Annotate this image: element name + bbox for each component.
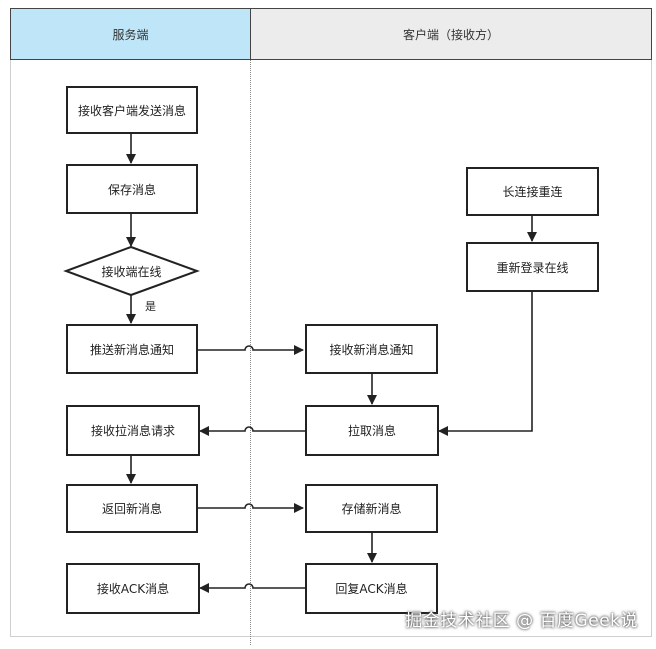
arrow-push-to-notify [198, 345, 304, 355]
node-receive-ack-label: 接收ACK消息 [96, 582, 170, 596]
node-pull-msg: 拉取消息 [305, 405, 439, 456]
arrow-relogin-to-pull [438, 292, 533, 436]
lane-client-label: 客户端（接收方） [402, 27, 499, 42]
decision-yes-label: 是 [145, 300, 156, 313]
node-long-reconnect-label: 长连接重连 [502, 185, 563, 199]
node-long-reconnect: 长连接重连 [466, 167, 599, 216]
node-pull-msg-label: 拉取消息 [347, 424, 396, 438]
watermark: 掘金技术社区 @ 百度Geek说 [405, 611, 638, 631]
lane-server-label: 服务端 [112, 27, 149, 42]
decision-receiver-online-label: 接收端在线 [101, 264, 162, 279]
arrow-return-to-store [198, 503, 304, 513]
node-save-msg-label: 保存消息 [107, 182, 156, 197]
lane-divider [250, 60, 251, 645]
node-receive-pull-request-label: 接收拉消息请求 [90, 424, 175, 438]
node-receive-client-msg-label: 接收客户端发送消息 [77, 103, 186, 118]
arrow-pull-to-request [199, 426, 305, 436]
node-receive-ack: 接收ACK消息 [66, 563, 200, 614]
lane-header-server: 服务端 [10, 8, 251, 60]
node-relogin-online: 重新登录在线 [466, 242, 599, 292]
node-store-new-msg-label: 存储新消息 [341, 502, 402, 516]
node-receive-client-msg: 接收客户端发送消息 [66, 86, 198, 134]
node-relogin-online-label: 重新登录在线 [496, 260, 569, 275]
lane-header-client: 客户端（接收方） [250, 8, 652, 60]
node-reply-ack: 回复ACK消息 [305, 563, 438, 614]
node-store-new-msg: 存储新消息 [305, 484, 438, 533]
node-receive-notification-label: 接收新消息通知 [329, 342, 414, 357]
node-receive-pull-request: 接收拉消息请求 [66, 405, 200, 456]
node-receive-notification: 接收新消息通知 [305, 324, 438, 374]
node-push-notification-label: 推送新消息通知 [89, 342, 174, 357]
node-return-new-msg-label: 返回新消息 [101, 502, 162, 516]
node-push-notification: 推送新消息通知 [66, 324, 198, 374]
node-return-new-msg: 返回新消息 [66, 484, 198, 533]
node-reply-ack-label: 回复ACK消息 [335, 582, 408, 596]
arrow-ack-to-receive-ack [199, 583, 305, 593]
node-save-msg: 保存消息 [66, 164, 198, 214]
